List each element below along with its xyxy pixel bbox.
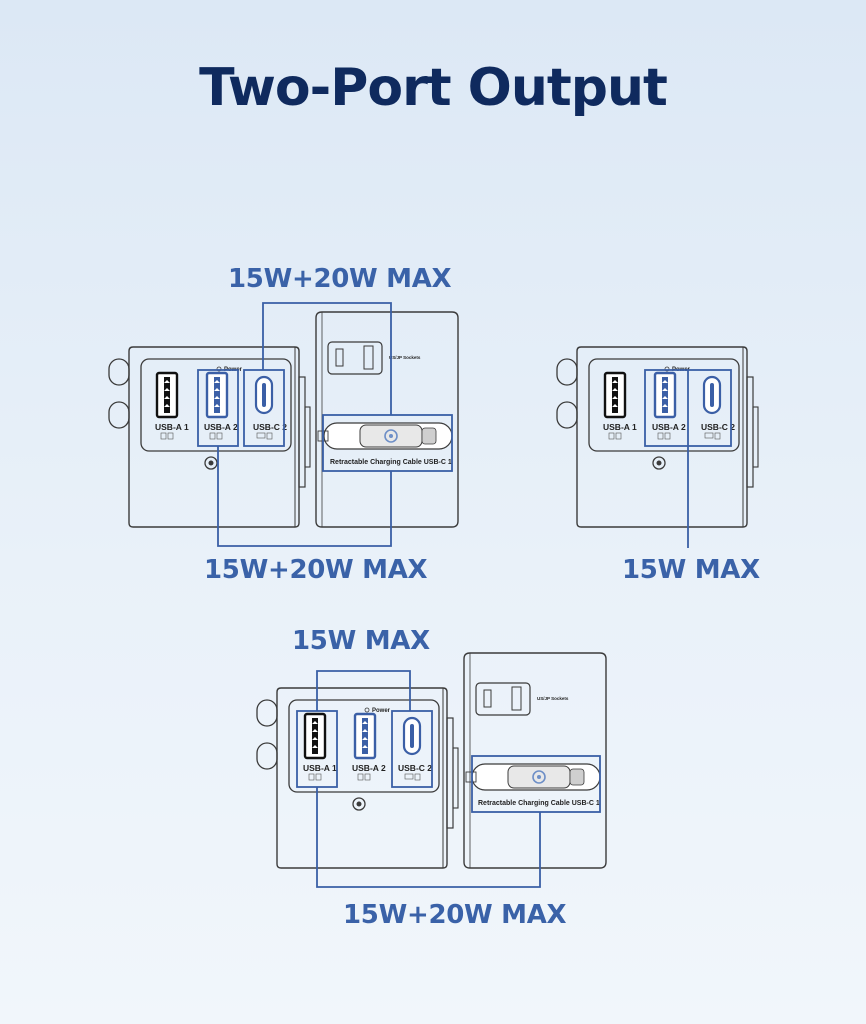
page-title: Two-Port Output [199,58,668,118]
connector-top-tl [262,302,392,415]
power-label-bottom-bottom: 15W+20W MAX [343,900,567,930]
highlight-cable-b [471,755,601,813]
connector-top-b [316,670,411,711]
connector-bottom-tl [217,446,392,547]
highlight-usb-c2-b [391,710,433,788]
power-label-bottom-left: 15W+20W MAX [204,555,428,585]
usb-a1-label-tl: USB-A 1 [155,422,189,432]
usb-c2-label-b: USB-C 2 [398,763,432,773]
connector-bottom-b [316,787,541,888]
plug-tag-tl: US/JP Sockets [389,355,421,360]
adapter-body-top-left [107,345,312,529]
power-indicator-label-b: Power [372,708,391,714]
cable-label-b: Retractable Charging Cable USB-C 1 [478,800,600,807]
usb-a2-label-b: USB-A 2 [352,763,386,773]
power-label-bottom-top: 15W MAX [292,626,430,656]
highlight-cable-tl [322,414,453,472]
usb-a2-label-r: USB-A 2 [652,422,686,432]
plug-unit-bottom [463,652,607,869]
plug-unit-top-left [315,311,459,528]
power-label-top-left: 15W+20W MAX [228,264,452,294]
power-label-right: 15W MAX [622,555,760,585]
cable-label-tl: Retractable Charging Cable USB-C 1 [330,459,452,466]
usb-a1-label-r: USB-A 1 [603,422,637,432]
plug-tag-b: US/JP Sockets [537,696,569,701]
usb-a1-label-b: USB-A 1 [303,763,337,773]
highlight-usb-c2-tl [243,369,285,447]
usb-c2-label-tl: USB-C 2 [253,422,287,432]
adapter-body-right [555,345,760,529]
usb-a2-label-tl: USB-A 2 [204,422,238,432]
usb-c2-label-r: USB-C 2 [701,422,735,432]
adapter-body-bottom [255,686,460,870]
